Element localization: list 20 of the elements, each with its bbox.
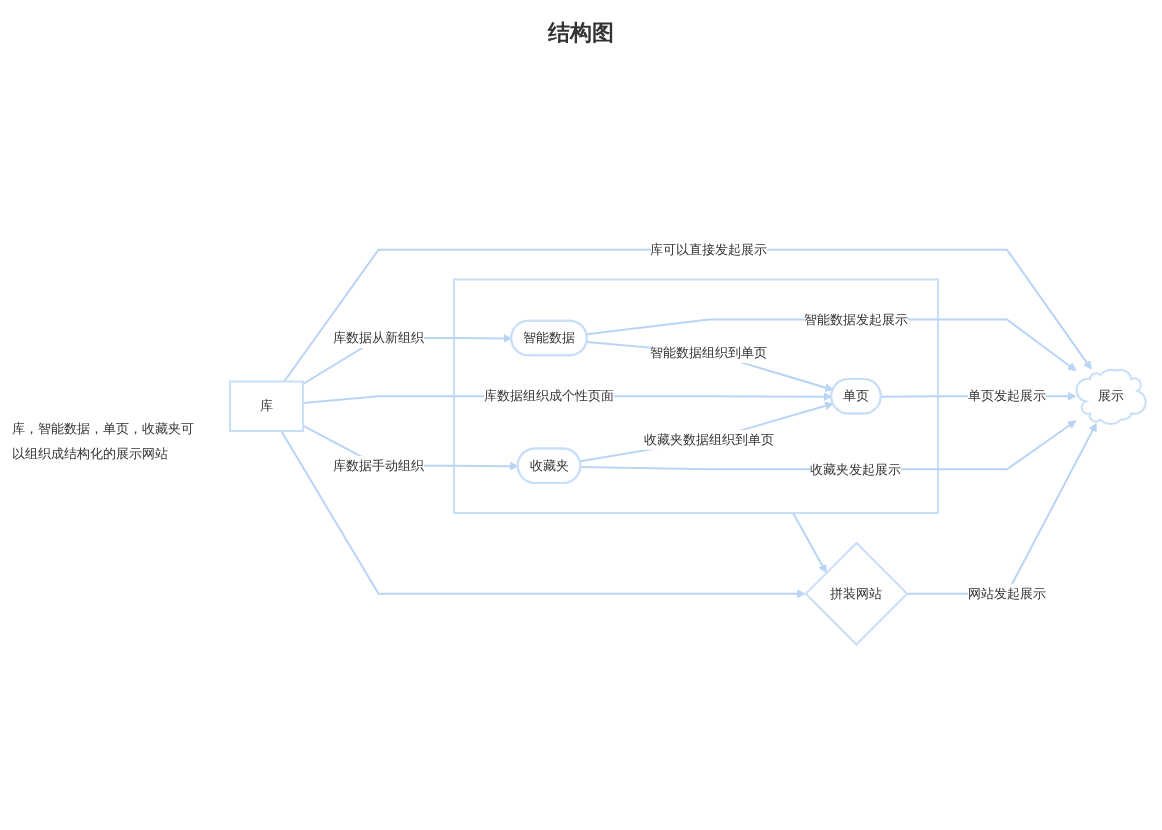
arrow	[792, 511, 827, 573]
edge-label: 库数据手动组织	[333, 457, 425, 473]
cluster	[453, 278, 940, 514]
diagram-title: 结构图	[548, 19, 614, 47]
node-box: 库	[229, 380, 305, 432]
note-text: 库，智能数据，单页，收藏夹可以组织成结构化的展示网站	[12, 420, 195, 463]
edge-label: 单页发起展示	[968, 388, 1047, 404]
edge-label: 库数据从新组织	[333, 330, 425, 345]
edge-label: 智能数据组织到单页	[650, 344, 768, 360]
edge-label: 收藏夹发起展示	[810, 461, 902, 477]
edge-label: 智能数据发起展示	[804, 311, 909, 327]
edge-label: 收藏夹数据组织到单页	[644, 431, 775, 447]
edge-label: 网站发起展示	[968, 585, 1047, 601]
edge-label: 库数据组织成个性页面	[484, 388, 615, 404]
arrow	[586, 340, 834, 392]
arrow	[579, 401, 834, 462]
arrow	[585, 318, 1077, 371]
node-diamond: 拼装网站	[804, 541, 909, 646]
edge-label: 库可以直接发起展示	[650, 241, 768, 257]
arrow	[280, 429, 806, 598]
